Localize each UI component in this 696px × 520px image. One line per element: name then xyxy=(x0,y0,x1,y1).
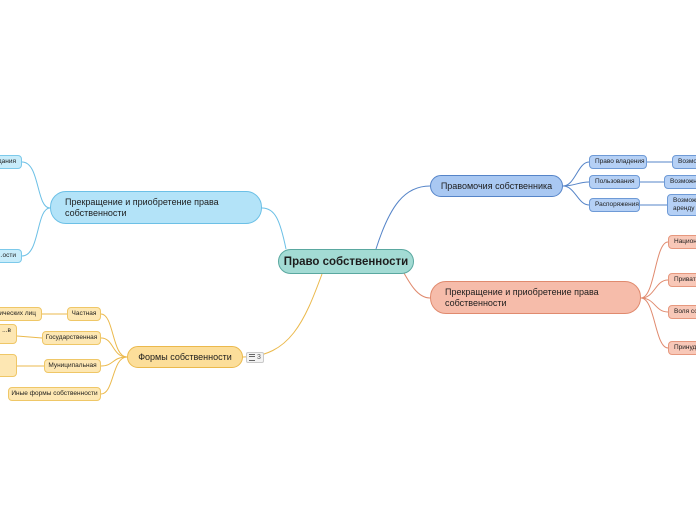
sub-use[interactable]: Пользования xyxy=(589,175,640,189)
branch-termination-right-label: Прекращение и приобретение права собстве… xyxy=(445,286,599,308)
sub-municipal[interactable]: Муниципальная xyxy=(44,359,101,373)
sub-termination-left-1[interactable]: ...дания xyxy=(0,155,22,169)
sub-state-label: Государственная xyxy=(45,334,98,341)
sub-private-label: Частная xyxy=(71,310,97,317)
sub-possession[interactable]: Право владения xyxy=(589,155,647,169)
link-forms-state xyxy=(100,337,128,358)
sub-disposal-detail[interactable]: Возможность... аренду и... xyxy=(667,194,696,216)
sub-use-label: Пользования xyxy=(595,178,635,185)
sub-municipal-detail[interactable] xyxy=(0,354,17,377)
link-root-forms xyxy=(242,273,323,358)
sub-state-detail-label: ...в xyxy=(2,327,11,334)
sub-termination-right-1-label: Национа... xyxy=(674,238,696,245)
link-root-termination-left xyxy=(261,207,287,250)
sub-other[interactable]: Иные формы собственности xyxy=(8,387,101,401)
sub-state[interactable]: Государственная xyxy=(42,331,101,345)
root-label: Право собственности xyxy=(283,255,409,268)
sub-municipal-label: Муниципальная xyxy=(48,362,97,369)
sub-use-detail-label: Возможность... xyxy=(670,178,696,185)
link-tl-1 xyxy=(21,161,51,209)
sub-termination-right-2[interactable]: Приватиз... xyxy=(668,273,696,287)
sub-private-detail-label: ...ических лиц xyxy=(0,310,36,317)
sub-possession-detail-label: Возможность... xyxy=(678,158,696,165)
sub-termination-right-3-label: Воля соб... xyxy=(674,308,696,315)
sub-private-detail[interactable]: ...ических лиц xyxy=(0,307,42,321)
link-tr-4 xyxy=(640,297,669,349)
sub-possession-label: Право владения xyxy=(595,158,645,165)
sub-termination-right-4[interactable]: Принуди... xyxy=(668,341,696,355)
branch-forms-label: Формы собственности xyxy=(138,351,232,362)
children-count-badge[interactable]: 3 xyxy=(246,352,264,363)
link-state-detail xyxy=(16,335,43,339)
link-forms-private xyxy=(100,313,128,358)
sub-possession-detail[interactable]: Возможность... xyxy=(672,155,696,169)
branch-termination-left[interactable]: Прекращение и приобретение права собстве… xyxy=(50,191,262,224)
sub-disposal-label: Распоряжения xyxy=(595,201,639,208)
link-tr-1 xyxy=(640,241,669,299)
branch-termination-left-label: Прекращение и приобретение права собстве… xyxy=(65,196,219,218)
branch-forms[interactable]: Формы собственности xyxy=(127,346,243,368)
sub-termination-left-1-label: ...дания xyxy=(0,158,16,165)
link-root-powers xyxy=(375,185,431,250)
sub-termination-left-2-label: ...ости xyxy=(0,252,16,259)
sub-private[interactable]: Частная xyxy=(67,307,101,321)
sub-termination-right-2-label: Приватиз... xyxy=(674,276,696,283)
sub-disposal-detail-label: Возможность... аренду и... xyxy=(673,197,696,212)
link-powers-disposal xyxy=(562,185,590,206)
list-icon xyxy=(249,354,255,361)
link-tr-2 xyxy=(640,279,669,299)
sub-termination-right-4-label: Принуди... xyxy=(674,344,696,351)
link-tl-2 xyxy=(21,207,51,257)
sub-state-detail[interactable]: ...в xyxy=(0,324,17,344)
sub-termination-left-2[interactable]: ...ости xyxy=(0,249,22,263)
sub-other-label: Иные формы собственности xyxy=(11,390,98,397)
sub-disposal[interactable]: Распоряжения xyxy=(589,198,640,212)
children-count-label: 3 xyxy=(257,354,261,361)
branch-powers[interactable]: Правомочия собственника xyxy=(430,175,563,197)
link-powers-use xyxy=(562,181,590,187)
branch-termination-right[interactable]: Прекращение и приобретение права собстве… xyxy=(430,281,641,314)
sub-termination-right-3[interactable]: Воля соб... xyxy=(668,305,696,319)
root-node[interactable]: Право собственности xyxy=(278,249,414,274)
link-forms-other xyxy=(100,356,128,395)
branch-powers-label: Правомочия собственника xyxy=(440,180,553,191)
sub-termination-right-1[interactable]: Национа... xyxy=(668,235,696,249)
link-powers-possession xyxy=(562,161,590,187)
sub-use-detail[interactable]: Возможность... xyxy=(664,175,696,189)
